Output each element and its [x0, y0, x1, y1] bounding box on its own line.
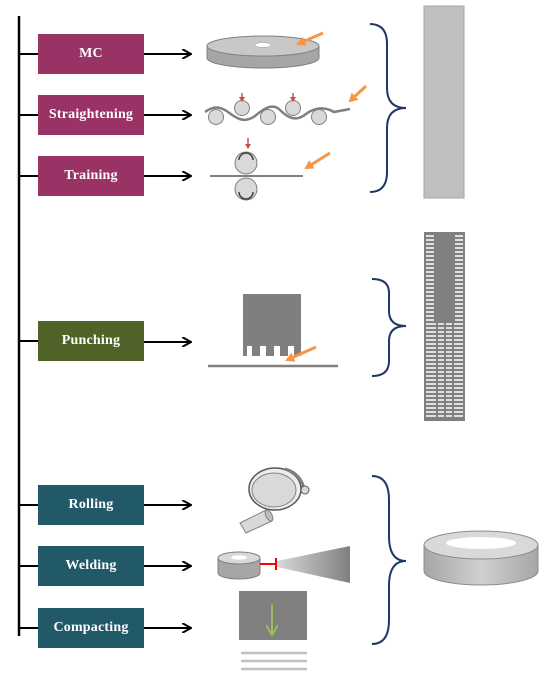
step-welding: Welding: [38, 546, 144, 586]
brace-group-1: [369, 23, 407, 193]
step-welding-label: Welding: [65, 558, 117, 573]
compacting-press-icon: [239, 591, 307, 671]
step-punching-label: Punching: [61, 333, 121, 348]
straight-strip-icon: [423, 5, 465, 199]
step-training: Training: [38, 156, 144, 196]
step-straightening-label: Straightening: [48, 107, 134, 122]
step-compacting: Compacting: [38, 608, 144, 648]
training-rollers-icon: [210, 138, 331, 201]
group-braces: [369, 23, 407, 645]
wound-core-ring-icon: [423, 530, 539, 586]
step-rolling: Rolling: [38, 485, 144, 525]
brace-group-2: [371, 278, 407, 377]
punching-die-icon: [208, 294, 338, 368]
step-straightening: Straightening: [38, 95, 144, 135]
step-compacting-label: Compacting: [53, 620, 129, 635]
step-mc: MC: [38, 34, 144, 74]
step-rolling-label: Rolling: [68, 497, 114, 512]
step-training-label: Training: [64, 168, 118, 183]
step-arrows: [144, 54, 190, 628]
step-punching: Punching: [38, 321, 144, 361]
step-mc-label: MC: [79, 46, 103, 61]
punched-strip-icon: [424, 232, 465, 421]
timeline-connectors: [19, 53, 38, 629]
straightening-rollers-icon: [204, 84, 368, 125]
brace-group-3: [371, 475, 407, 645]
rolling-mandrel-icon: [239, 467, 310, 534]
magnetic-core-disc-icon: [206, 31, 324, 69]
welding-torch-icon: [217, 546, 350, 583]
